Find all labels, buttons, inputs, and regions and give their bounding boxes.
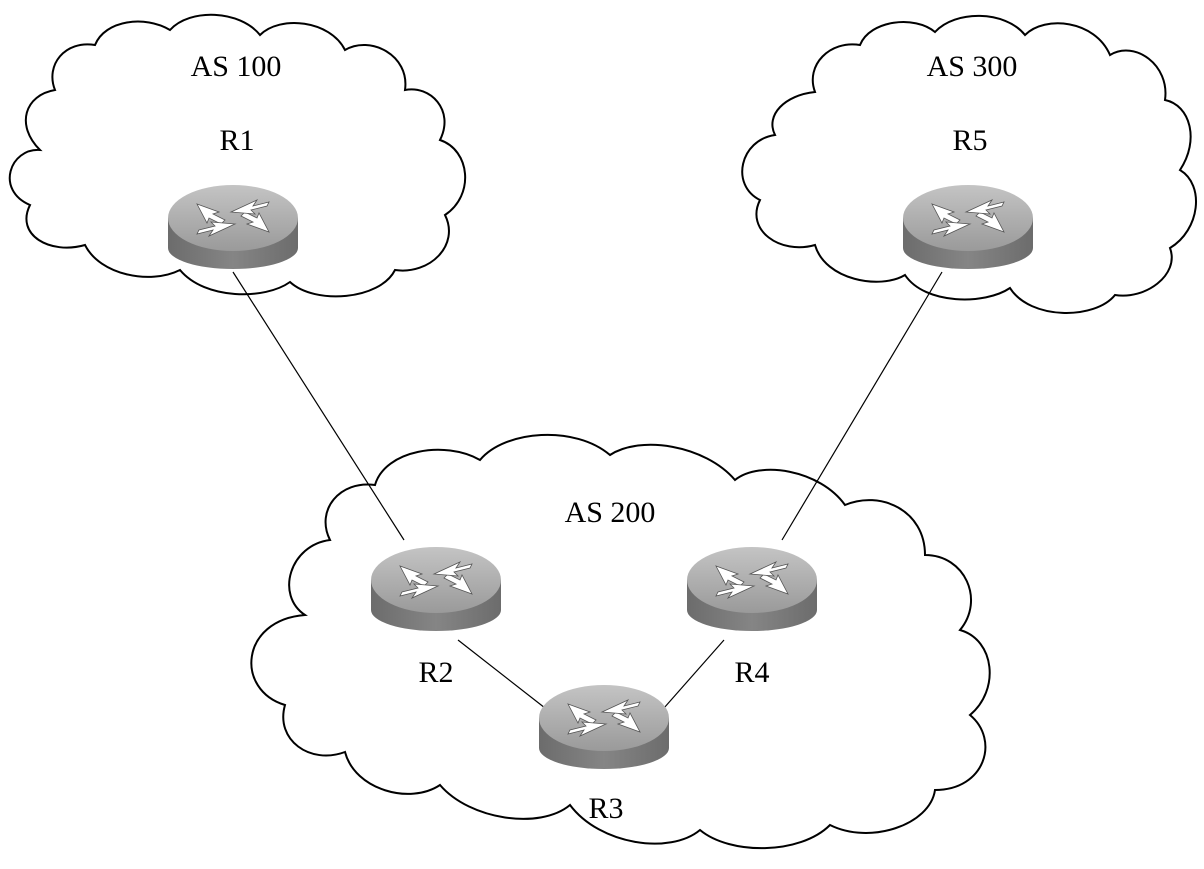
router-label-r4: R4 xyxy=(734,656,769,689)
cloud-as100 xyxy=(8,13,467,298)
link-r2-r3 xyxy=(457,639,546,709)
router-icon-r3[interactable] xyxy=(538,684,670,770)
cloud-as300 xyxy=(741,14,1197,314)
router-label-r3: R3 xyxy=(588,792,623,825)
cloud-as200 xyxy=(250,433,991,850)
router-icon-r1[interactable] xyxy=(167,184,299,270)
as-label-as200: AS 200 xyxy=(565,496,656,529)
link-r3-r4 xyxy=(663,639,725,709)
links-layer xyxy=(232,271,943,709)
router-label-r5: R5 xyxy=(952,124,987,157)
router-icon-r5[interactable] xyxy=(902,184,1034,270)
router-label-r2: R2 xyxy=(418,656,453,689)
link-r1-r2 xyxy=(232,271,405,541)
as-label-as300: AS 300 xyxy=(927,50,1018,83)
router-label-r1: R1 xyxy=(219,124,254,157)
link-r5-r4 xyxy=(781,271,943,541)
router-icon-r2[interactable] xyxy=(370,546,502,632)
as-label-as100: AS 100 xyxy=(191,50,282,83)
router-icon-r4[interactable] xyxy=(686,546,818,632)
